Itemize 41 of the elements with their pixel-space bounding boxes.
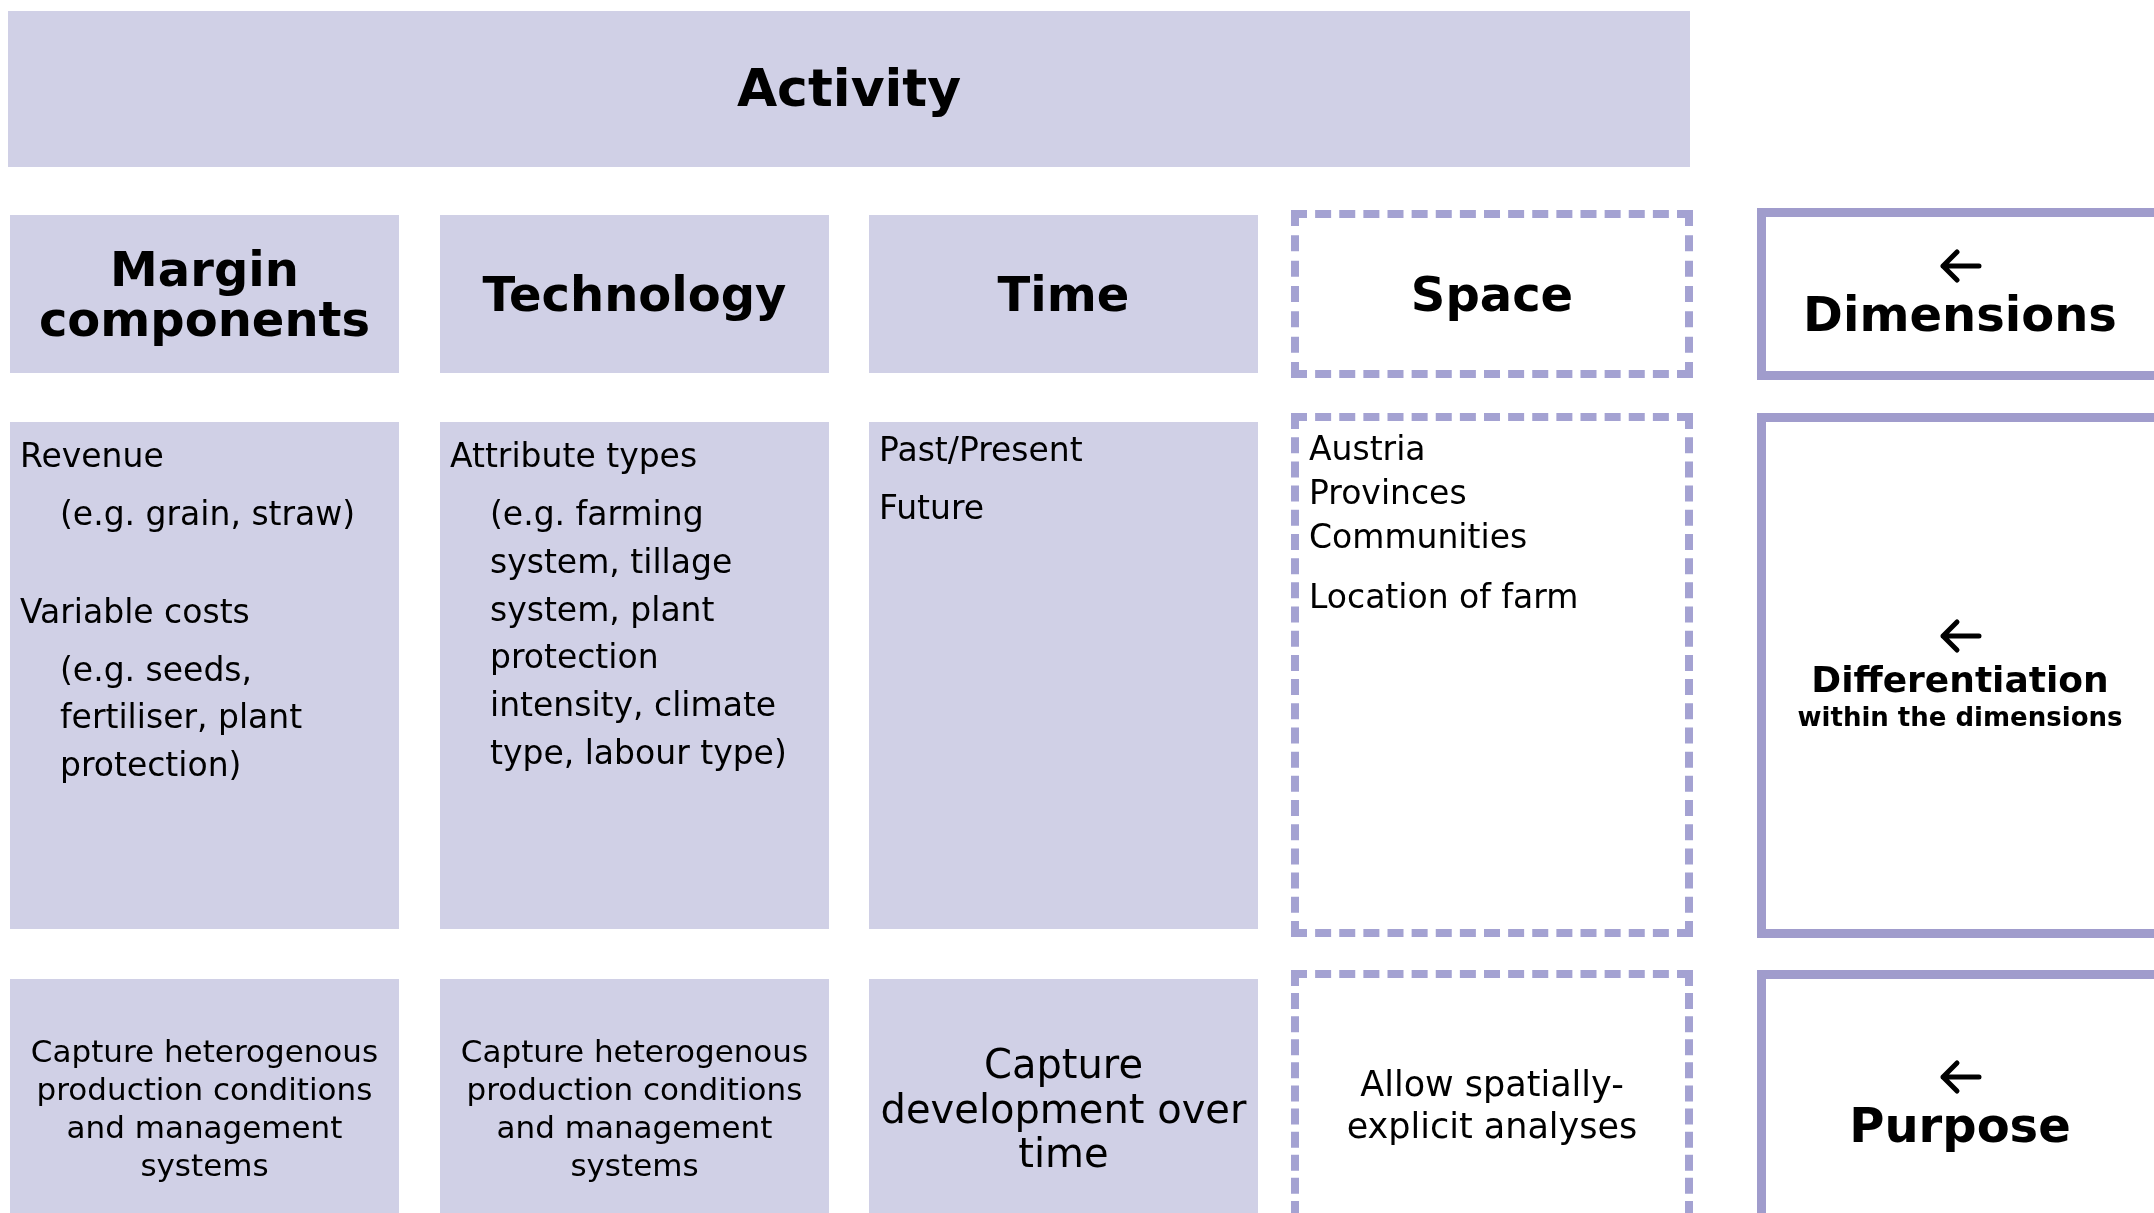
category-box xyxy=(869,979,1258,1213)
dashed-box xyxy=(1291,413,1693,937)
category-box xyxy=(10,215,399,373)
category-box xyxy=(10,422,399,929)
purpose-text: Allow spatially-explicit analyses xyxy=(1345,1063,1639,1147)
row-label-box xyxy=(1757,208,2154,380)
category-box xyxy=(869,215,1258,373)
body-text: (e.g. seeds, fertiliser, plant protection) xyxy=(60,648,304,787)
row-label-box xyxy=(1757,413,2154,938)
heading-text: Margin components xyxy=(37,243,372,345)
category-box xyxy=(440,422,829,929)
body-text: Austria xyxy=(1309,428,1427,470)
body-text: (e.g. grain, straw) xyxy=(60,492,357,535)
title-text: Activity xyxy=(736,60,962,118)
dashed-box xyxy=(1291,970,1693,1213)
purpose-text: Capture heterogenous production conditions and management systems xyxy=(29,1033,380,1185)
heading-text: Space xyxy=(1410,268,1574,320)
category-box xyxy=(10,979,399,1213)
row-sublabel: within the dimensions xyxy=(1797,701,2123,733)
purpose-text: Capture development over time xyxy=(879,1041,1248,1177)
body-text: Communities xyxy=(1309,515,1529,558)
body-text: Variable costs xyxy=(20,590,251,633)
row-label: Dimensions xyxy=(1803,287,2117,341)
category-box xyxy=(8,11,1690,167)
body-text: Attribute types xyxy=(450,435,699,477)
row-label: Purpose xyxy=(1849,1098,2071,1152)
dashed-box xyxy=(1291,210,1693,378)
row-label: Differentiation xyxy=(1811,658,2109,702)
body-text: Provinces xyxy=(1309,471,1468,514)
row-label-box xyxy=(1757,970,2154,1213)
heading-text: Technology xyxy=(482,268,787,320)
category-box xyxy=(440,215,829,373)
body-text: Past/Present xyxy=(879,429,1084,471)
body-text: Location of farm xyxy=(1309,575,1580,618)
category-box xyxy=(869,422,1258,929)
heading-text: Time xyxy=(997,268,1130,320)
category-box xyxy=(440,979,829,1213)
body-text: Revenue xyxy=(20,435,165,477)
body-text: Future xyxy=(879,486,986,529)
purpose-text: Capture heterogenous production conditions and management systems xyxy=(459,1033,810,1185)
body-text: (e.g. farming system, tillage system, plant protection intensity, climate type, labour type) xyxy=(490,492,788,775)
